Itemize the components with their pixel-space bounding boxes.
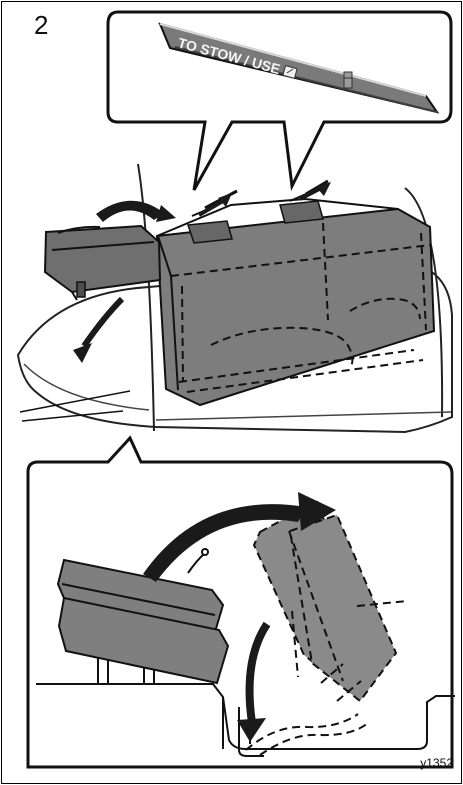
cargo-area-scene	[18, 164, 452, 432]
seat-cushion-lifted	[45, 226, 160, 300]
side-view-callout	[28, 438, 455, 767]
folded-rear-seat	[157, 199, 434, 405]
figure-code: y1352	[420, 757, 453, 769]
seat-drop-arrow	[73, 299, 122, 363]
strap-callout: TO STOW / USE	[108, 12, 451, 190]
cushion-rotate-arrow	[96, 201, 176, 222]
